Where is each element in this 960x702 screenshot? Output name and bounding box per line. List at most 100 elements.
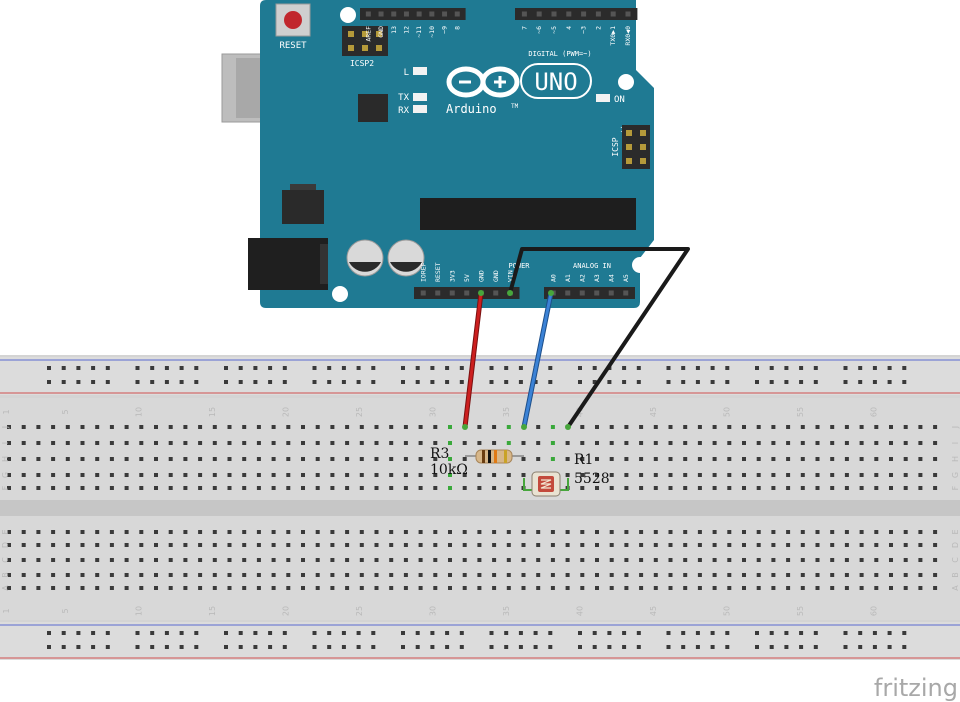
breadboard-hole [109, 558, 114, 562]
breadboard-hole [933, 530, 938, 534]
power-rail-hole [459, 631, 464, 635]
breadboard-hole [359, 473, 364, 477]
breadboard-hole [403, 586, 408, 590]
breadboard-hole [477, 530, 482, 534]
breadboard-hole [212, 558, 217, 562]
power-rail-hole [194, 631, 199, 635]
power-rail-hole [636, 380, 641, 384]
breadboard-hole [7, 473, 11, 477]
power-rail-hole [312, 631, 317, 635]
breadboard-hole [286, 573, 291, 577]
breadboard-column-number: 60 [869, 606, 878, 616]
header-pin [536, 11, 542, 17]
breadboard-hole [330, 558, 335, 562]
breadboard-hole [462, 543, 467, 547]
power-rail-hole [61, 645, 66, 649]
breadboard-hole [697, 530, 702, 534]
power-rail-hole [341, 631, 346, 635]
breadboard-hole [212, 486, 217, 490]
breadboard-hole [727, 486, 732, 490]
atmega-chip [420, 198, 636, 230]
power-rail-hole [813, 380, 818, 384]
led-on-label: ON [614, 95, 625, 105]
breadboard-hole [301, 558, 305, 562]
breadboard-hole [697, 441, 702, 445]
breadboard-hole [154, 425, 158, 429]
breadboard-hole [51, 425, 56, 429]
breadboard-hole [198, 425, 203, 429]
breadboard-hole-connected [550, 425, 555, 429]
resistor-value-label: 10kΩ [430, 462, 468, 478]
breadboard-hole [139, 473, 144, 477]
breadboard-hole [639, 457, 644, 461]
breadboard-row-letter: B [1, 572, 10, 578]
wire-end-bb-35 [521, 424, 527, 430]
breadboard-hole [903, 558, 908, 562]
breadboard-hole [65, 573, 70, 577]
breadboard-hole [786, 457, 791, 461]
resistor-r3 [465, 449, 524, 464]
breadboard-hole [653, 543, 658, 547]
pin-label: A2 [578, 274, 586, 282]
breadboard-hole [403, 530, 408, 534]
power-rail-hole [858, 366, 863, 370]
header-pin [403, 11, 409, 17]
breadboard-hole [565, 457, 570, 461]
pin-label: ~10 [428, 26, 436, 38]
breadboard-hole [301, 425, 305, 429]
breadboard-hole [198, 543, 203, 547]
power-rail-hole [725, 380, 730, 384]
breadboard-hole [786, 486, 791, 490]
breadboard-hole [389, 441, 394, 445]
power-rail-hole [356, 366, 361, 370]
pin-label: 7 [520, 26, 528, 30]
breadboard-hole [844, 543, 849, 547]
breadboard-hole [242, 441, 247, 445]
trademark-mark: TM [511, 103, 519, 110]
breadboard-hole [859, 486, 864, 490]
breadboard-hole [433, 441, 438, 445]
breadboard-hole [403, 425, 408, 429]
breadboard-hole [403, 486, 408, 490]
breadboard-hole [786, 586, 791, 590]
breadboard-hole [95, 573, 100, 577]
breadboard-hole [183, 473, 188, 477]
breadboard-hole [227, 441, 232, 445]
breadboard-hole [403, 573, 408, 577]
breadboard-hole [624, 543, 629, 547]
breadboard-column-number: 55 [796, 606, 805, 616]
power-rail-hole [282, 631, 287, 635]
breadboard-hole [844, 586, 849, 590]
breadboard-hole [301, 530, 305, 534]
power-rail-hole [224, 380, 228, 384]
resistor-ref-label: R3 [430, 446, 449, 462]
breadboard-hole [595, 543, 599, 547]
power-rail-hole [327, 631, 332, 635]
breadboard-hole [889, 425, 893, 429]
breadboard-hole [433, 473, 438, 477]
breadboard-hole [374, 573, 379, 577]
breadboard-row-letter: G [951, 472, 960, 478]
breadboard-hole [271, 457, 276, 461]
breadboard-hole [183, 586, 188, 590]
breadboard-hole [374, 425, 379, 429]
breadboard-hole [550, 543, 555, 547]
breadboard-column-number: 45 [649, 606, 658, 616]
breadboard-hole-connected [448, 473, 452, 477]
power-rail-hole [356, 631, 361, 635]
breadboard-hole [889, 543, 893, 547]
breadboard-hole [771, 441, 776, 445]
breadboard-hole [301, 441, 305, 445]
breadboard-hole [271, 586, 276, 590]
header-pin [378, 11, 384, 17]
pin-label: ~3 [580, 26, 588, 34]
power-rail-hole [489, 631, 494, 635]
led-on [596, 94, 610, 102]
analog-label: ANALOG IN [573, 262, 611, 270]
power-rail-hole [769, 645, 774, 649]
breadboard-hole [80, 473, 85, 477]
breadboard-hole [874, 543, 879, 547]
breadboard-hole [242, 586, 247, 590]
breadboard-hole [580, 473, 585, 477]
